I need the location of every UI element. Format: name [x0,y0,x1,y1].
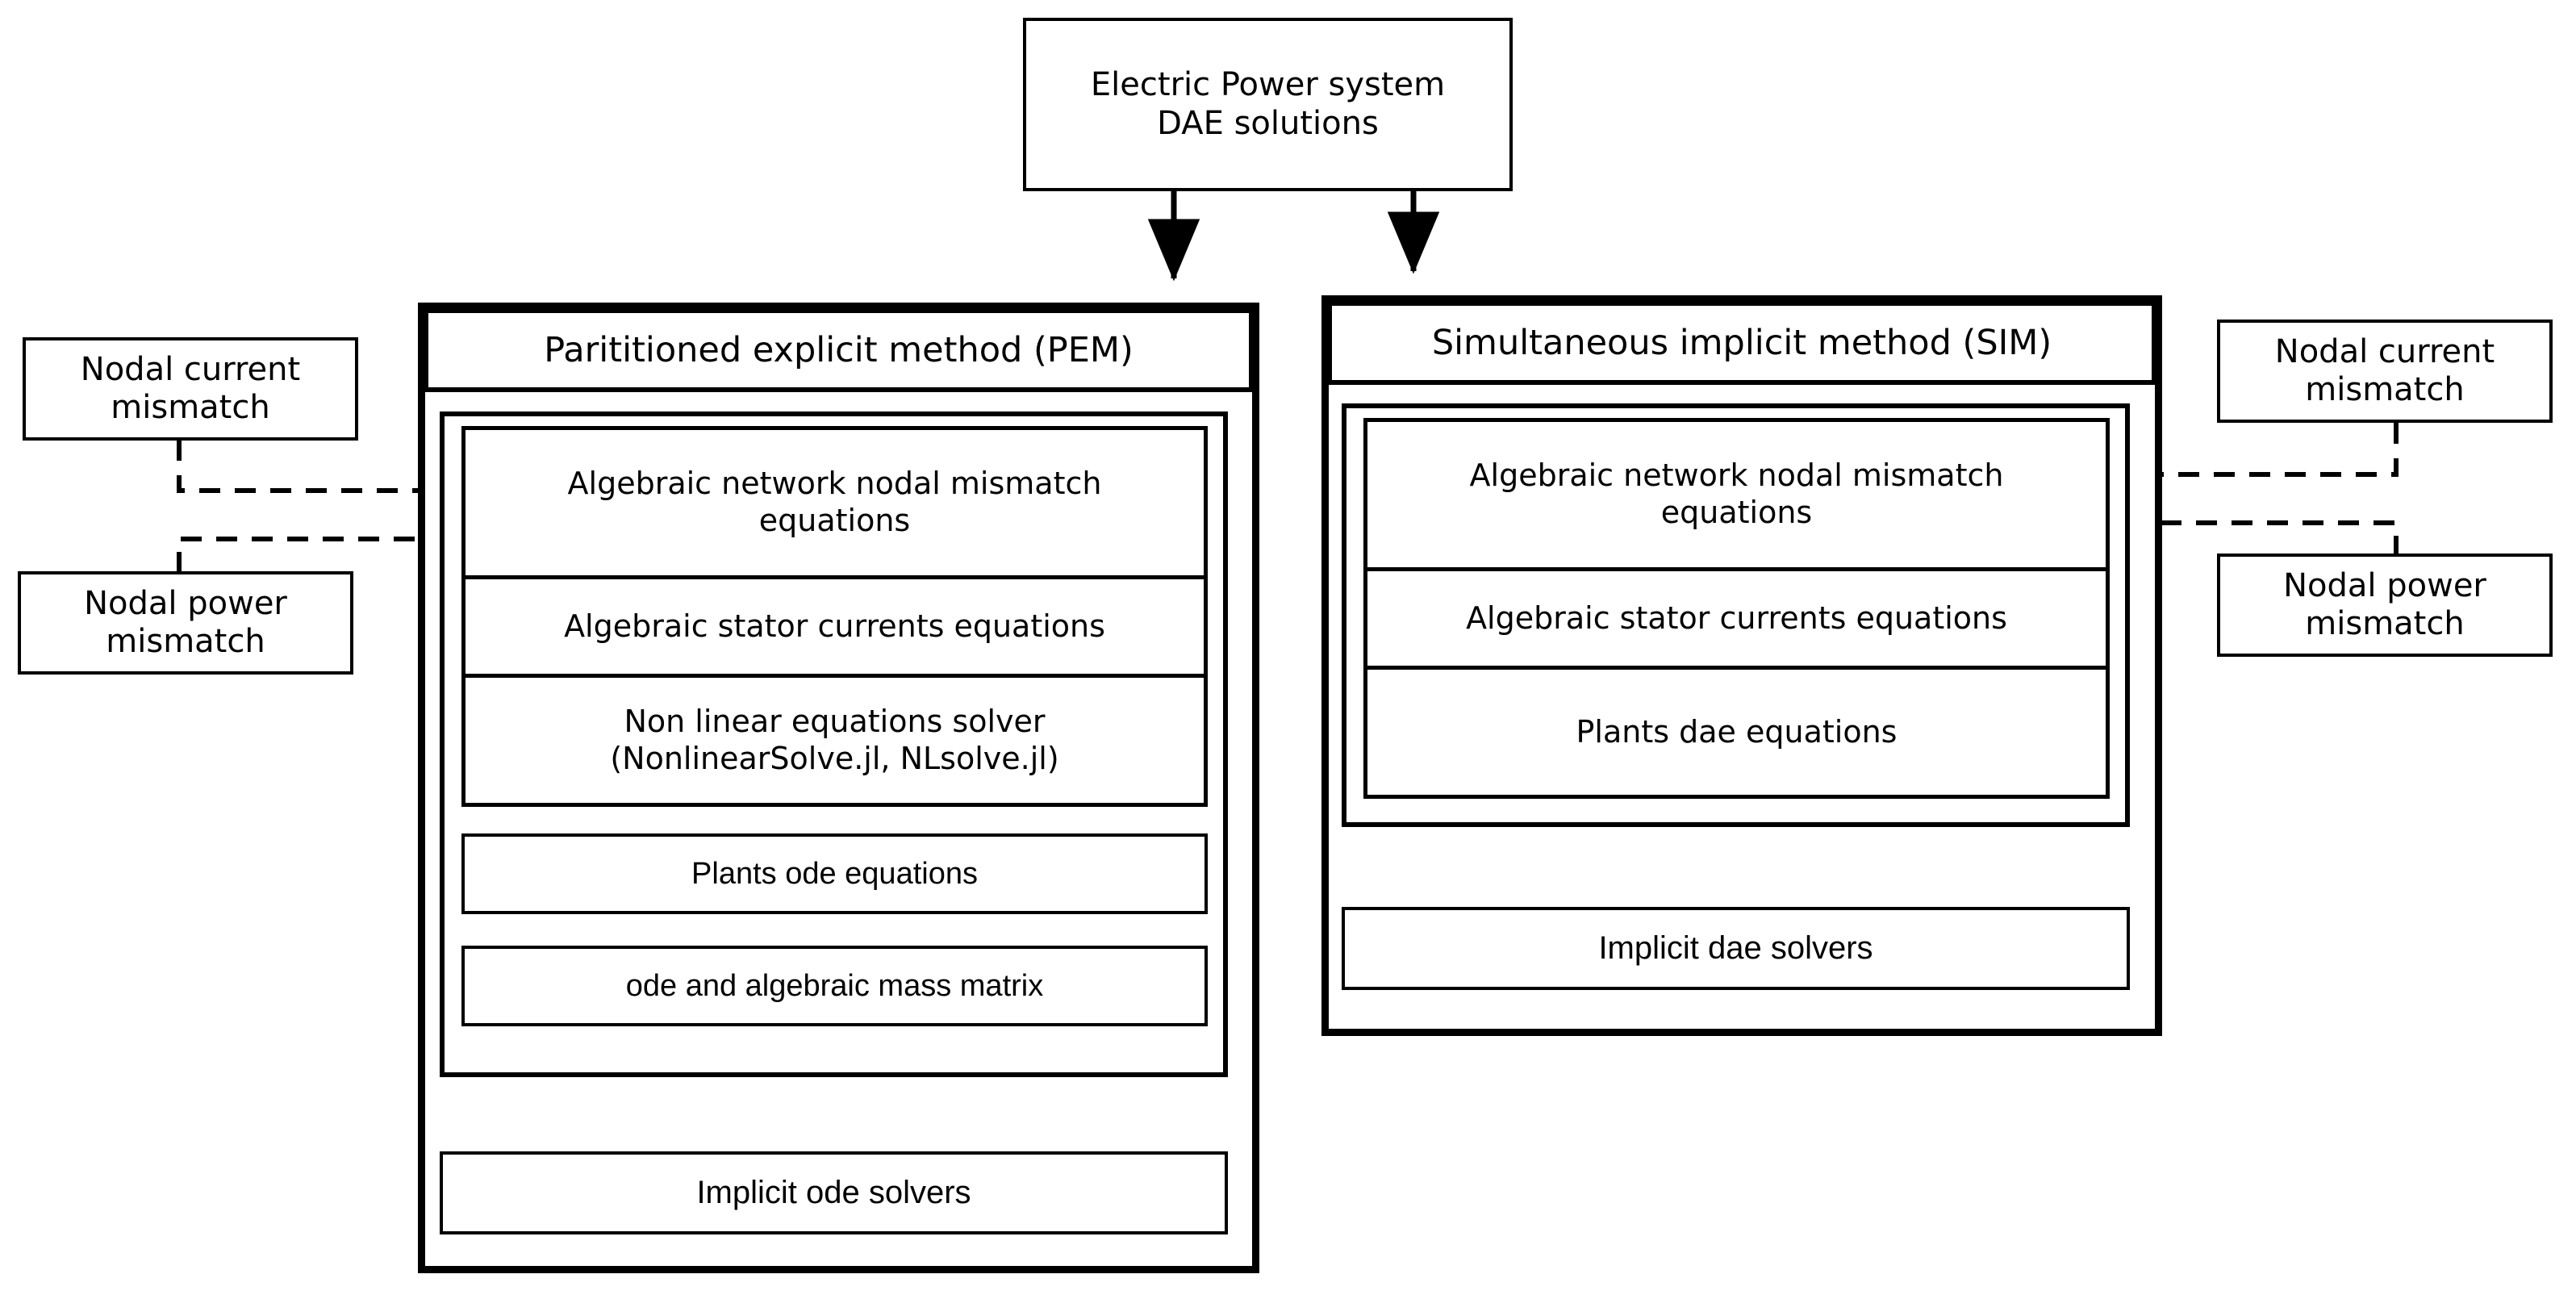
root-node-label: Electric Power system DAE solutions [1083,66,1453,142]
input-left-nodal-power-mismatch[interactable]: Nodal power mismatch [18,571,353,675]
pem-block-plants-ode-equations-label: Plants ode equations [691,856,978,891]
input-left-nodal-current-mismatch[interactable]: Nodal current mismatch [23,337,358,441]
pem-solver-label: Implicit ode solvers [696,1174,971,1210]
pem-group-row-1[interactable]: Algebraic stator currents equations [466,575,1204,674]
label-line1: Nodal current [2274,332,2495,370]
sim-group-row-1-label: Algebraic stator currents equations [1466,599,2007,636]
sim-solver-label: Implicit dae solvers [1598,929,1873,966]
pem-block-ode-algebraic-mass-matrix[interactable]: ode and algebraic mass matrix [461,946,1208,1026]
sim-group-row-0[interactable]: Algebraic network nodal mismatch equatio… [1367,422,2106,567]
row-line2: equations [758,503,911,538]
label-line2: mismatch [111,389,270,426]
sim-header-label: Simultaneous implicit method (SIM) [1431,322,2052,363]
input-left-nodal-power-mismatch-label: Nodal power mismatch [76,585,295,661]
input-right-nodal-current-mismatch-label: Nodal current mismatch [2267,333,2503,409]
pem-solver-implicit-ode-solvers[interactable]: Implicit ode solvers [440,1151,1228,1234]
sim-group-row-0-label: Algebraic network nodal mismatch equatio… [1470,457,2004,531]
pem-group-row-2-label: Non linear equations solver (NonlinearSo… [610,704,1058,777]
root-node-line2: DAE solutions [1157,104,1379,142]
pem-group-row-0-label: Algebraic network nodal mismatch equatio… [568,466,1102,539]
sim-header[interactable]: Simultaneous implicit method (SIM) [1327,301,2156,385]
label-line2: mismatch [2305,371,2465,408]
input-right-nodal-current-mismatch[interactable]: Nodal current mismatch [2217,320,2553,423]
pem-group-row-0[interactable]: Algebraic network nodal mismatch equatio… [466,430,1204,575]
sim-solver-implicit-dae-solvers[interactable]: Implicit dae solvers [1342,907,2130,990]
label-line2: mismatch [106,623,265,660]
pem-block-plants-ode-equations[interactable]: Plants ode equations [461,833,1208,914]
label-line1: Nodal current [80,350,301,388]
pem-header[interactable]: Parititioned explicit method (PEM) [424,308,1254,392]
pem-group-row-1-label: Algebraic stator currents equations [564,608,1105,644]
root-node-line1: Electric Power system [1090,66,1446,104]
sim-group-row-1[interactable]: Algebraic stator currents equations [1367,567,2106,666]
input-right-nodal-power-mismatch[interactable]: Nodal power mismatch [2217,554,2553,657]
label-line2: mismatch [2305,605,2465,642]
sim-group-row-2-label: Plants dae equations [1576,713,1898,750]
row-line2: equations [1660,495,1813,530]
pem-header-label: Parititioned explicit method (PEM) [544,329,1134,370]
input-left-nodal-current-mismatch-label: Nodal current mismatch [73,351,308,427]
label-line1: Nodal power [2283,566,2486,604]
row-line1: Algebraic network nodal mismatch [567,466,1102,502]
input-right-nodal-power-mismatch-label: Nodal power mismatch [2275,567,2495,643]
root-node[interactable]: Electric Power system DAE solutions [1023,18,1513,191]
pem-block-ode-algebraic-mass-matrix-label: ode and algebraic mass matrix [625,968,1044,1003]
sim-group-row-2[interactable]: Plants dae equations [1367,666,2106,795]
row-line1: Non linear equations solver [624,703,1046,739]
pem-group-row-2[interactable]: Non linear equations solver (NonlinearSo… [466,674,1204,803]
row-line1: Algebraic network nodal mismatch [1469,457,2004,494]
row-line2: (NonlinearSolve.jl, NLsolve.jl) [610,740,1059,776]
label-line1: Nodal power [84,584,287,622]
